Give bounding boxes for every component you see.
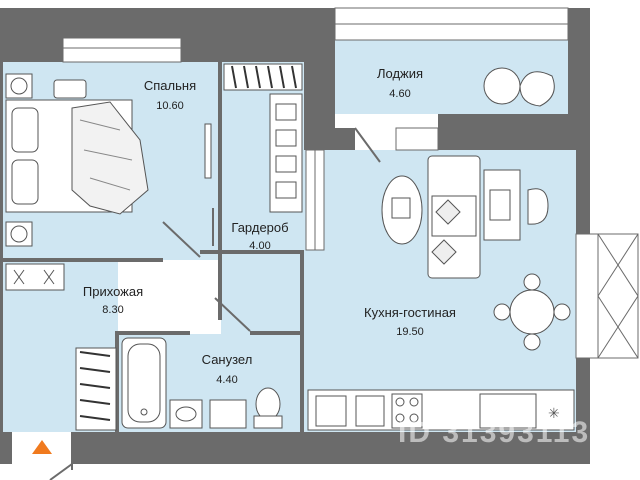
passage-floor xyxy=(221,250,303,334)
wall-bottom-left-stub xyxy=(0,432,12,464)
wall-loggia-bottom xyxy=(438,114,590,150)
bathroom-fixtures xyxy=(121,337,283,429)
room-area-hallway: 8.30 xyxy=(102,304,124,316)
wall-bedroom-bottom xyxy=(3,258,163,262)
room-label-bedroom: Спальня xyxy=(143,78,197,93)
bed-blanket xyxy=(71,101,149,215)
watermark: ID 31393113 xyxy=(398,416,591,449)
toilet xyxy=(255,387,281,421)
loggia-furniture xyxy=(483,67,555,107)
slippers-mat xyxy=(53,79,87,99)
wall-bathroom-left xyxy=(115,331,119,432)
kitchen-furniture: ✳ xyxy=(307,155,575,431)
bedroom-furniture xyxy=(5,73,212,247)
pillow xyxy=(11,159,39,205)
wall-wardrobe-bottom xyxy=(200,250,304,254)
bathroom-door xyxy=(214,297,251,332)
round-table xyxy=(483,67,521,105)
room-area-bathroom: 4.40 xyxy=(216,374,238,386)
bedroom-door xyxy=(162,221,201,258)
room-label-hallway: Прихожая xyxy=(82,284,144,299)
shoe-rack xyxy=(5,263,65,291)
svg-text:✳: ✳ xyxy=(548,406,560,422)
armchair xyxy=(519,71,555,107)
room-area-loggia: 4.60 xyxy=(389,88,411,100)
hallway-furniture xyxy=(5,263,117,431)
wall-loggia-pillar xyxy=(304,8,335,150)
room-area-wardrobe: 4.00 xyxy=(249,240,271,252)
kitchen-window-right xyxy=(575,233,599,359)
entrance-arrow-icon xyxy=(32,440,52,454)
room-label-bathroom: Санузел xyxy=(201,352,253,367)
hanger-rail xyxy=(223,63,303,91)
entrance-door-swing xyxy=(49,463,73,480)
doors xyxy=(49,127,381,480)
loggia-door-swing xyxy=(354,127,381,163)
bedroom-tv xyxy=(204,123,212,179)
room-label-loggia: Лоджия xyxy=(376,66,424,81)
wall-bathroom-top-right xyxy=(250,331,304,335)
lamp-icon xyxy=(10,77,28,95)
wall-top-left xyxy=(0,8,63,62)
bedroom-window xyxy=(62,37,182,63)
wall-right xyxy=(576,140,590,234)
lamp-icon xyxy=(10,225,28,243)
room-label-kitchen-living: Кухня-гостиная xyxy=(364,305,456,320)
loggia-door xyxy=(395,127,439,151)
pillow xyxy=(11,107,39,153)
wardrobe-furniture xyxy=(223,63,303,213)
office-chair xyxy=(527,188,549,225)
walls xyxy=(0,8,590,464)
room-area-kitchen-living: 19.50 xyxy=(396,326,424,338)
dining-table xyxy=(509,289,555,335)
wall-bottom xyxy=(72,432,590,464)
wall-bathroom-top xyxy=(118,331,190,335)
wall-wardrobe-left xyxy=(218,62,222,320)
windows xyxy=(62,7,599,359)
washing-machine xyxy=(209,399,247,429)
wall-loggia-bottom-left xyxy=(335,128,355,150)
wall-loggia-top-right xyxy=(568,8,590,140)
wall-bathroom-right xyxy=(300,254,304,432)
wall-left xyxy=(0,62,3,432)
room-label-wardrobe: Гардероб xyxy=(231,220,289,235)
balcony-rail xyxy=(597,233,639,359)
room-area-bedroom: 10.60 xyxy=(156,100,184,112)
wall-window-sill-top xyxy=(63,8,181,38)
